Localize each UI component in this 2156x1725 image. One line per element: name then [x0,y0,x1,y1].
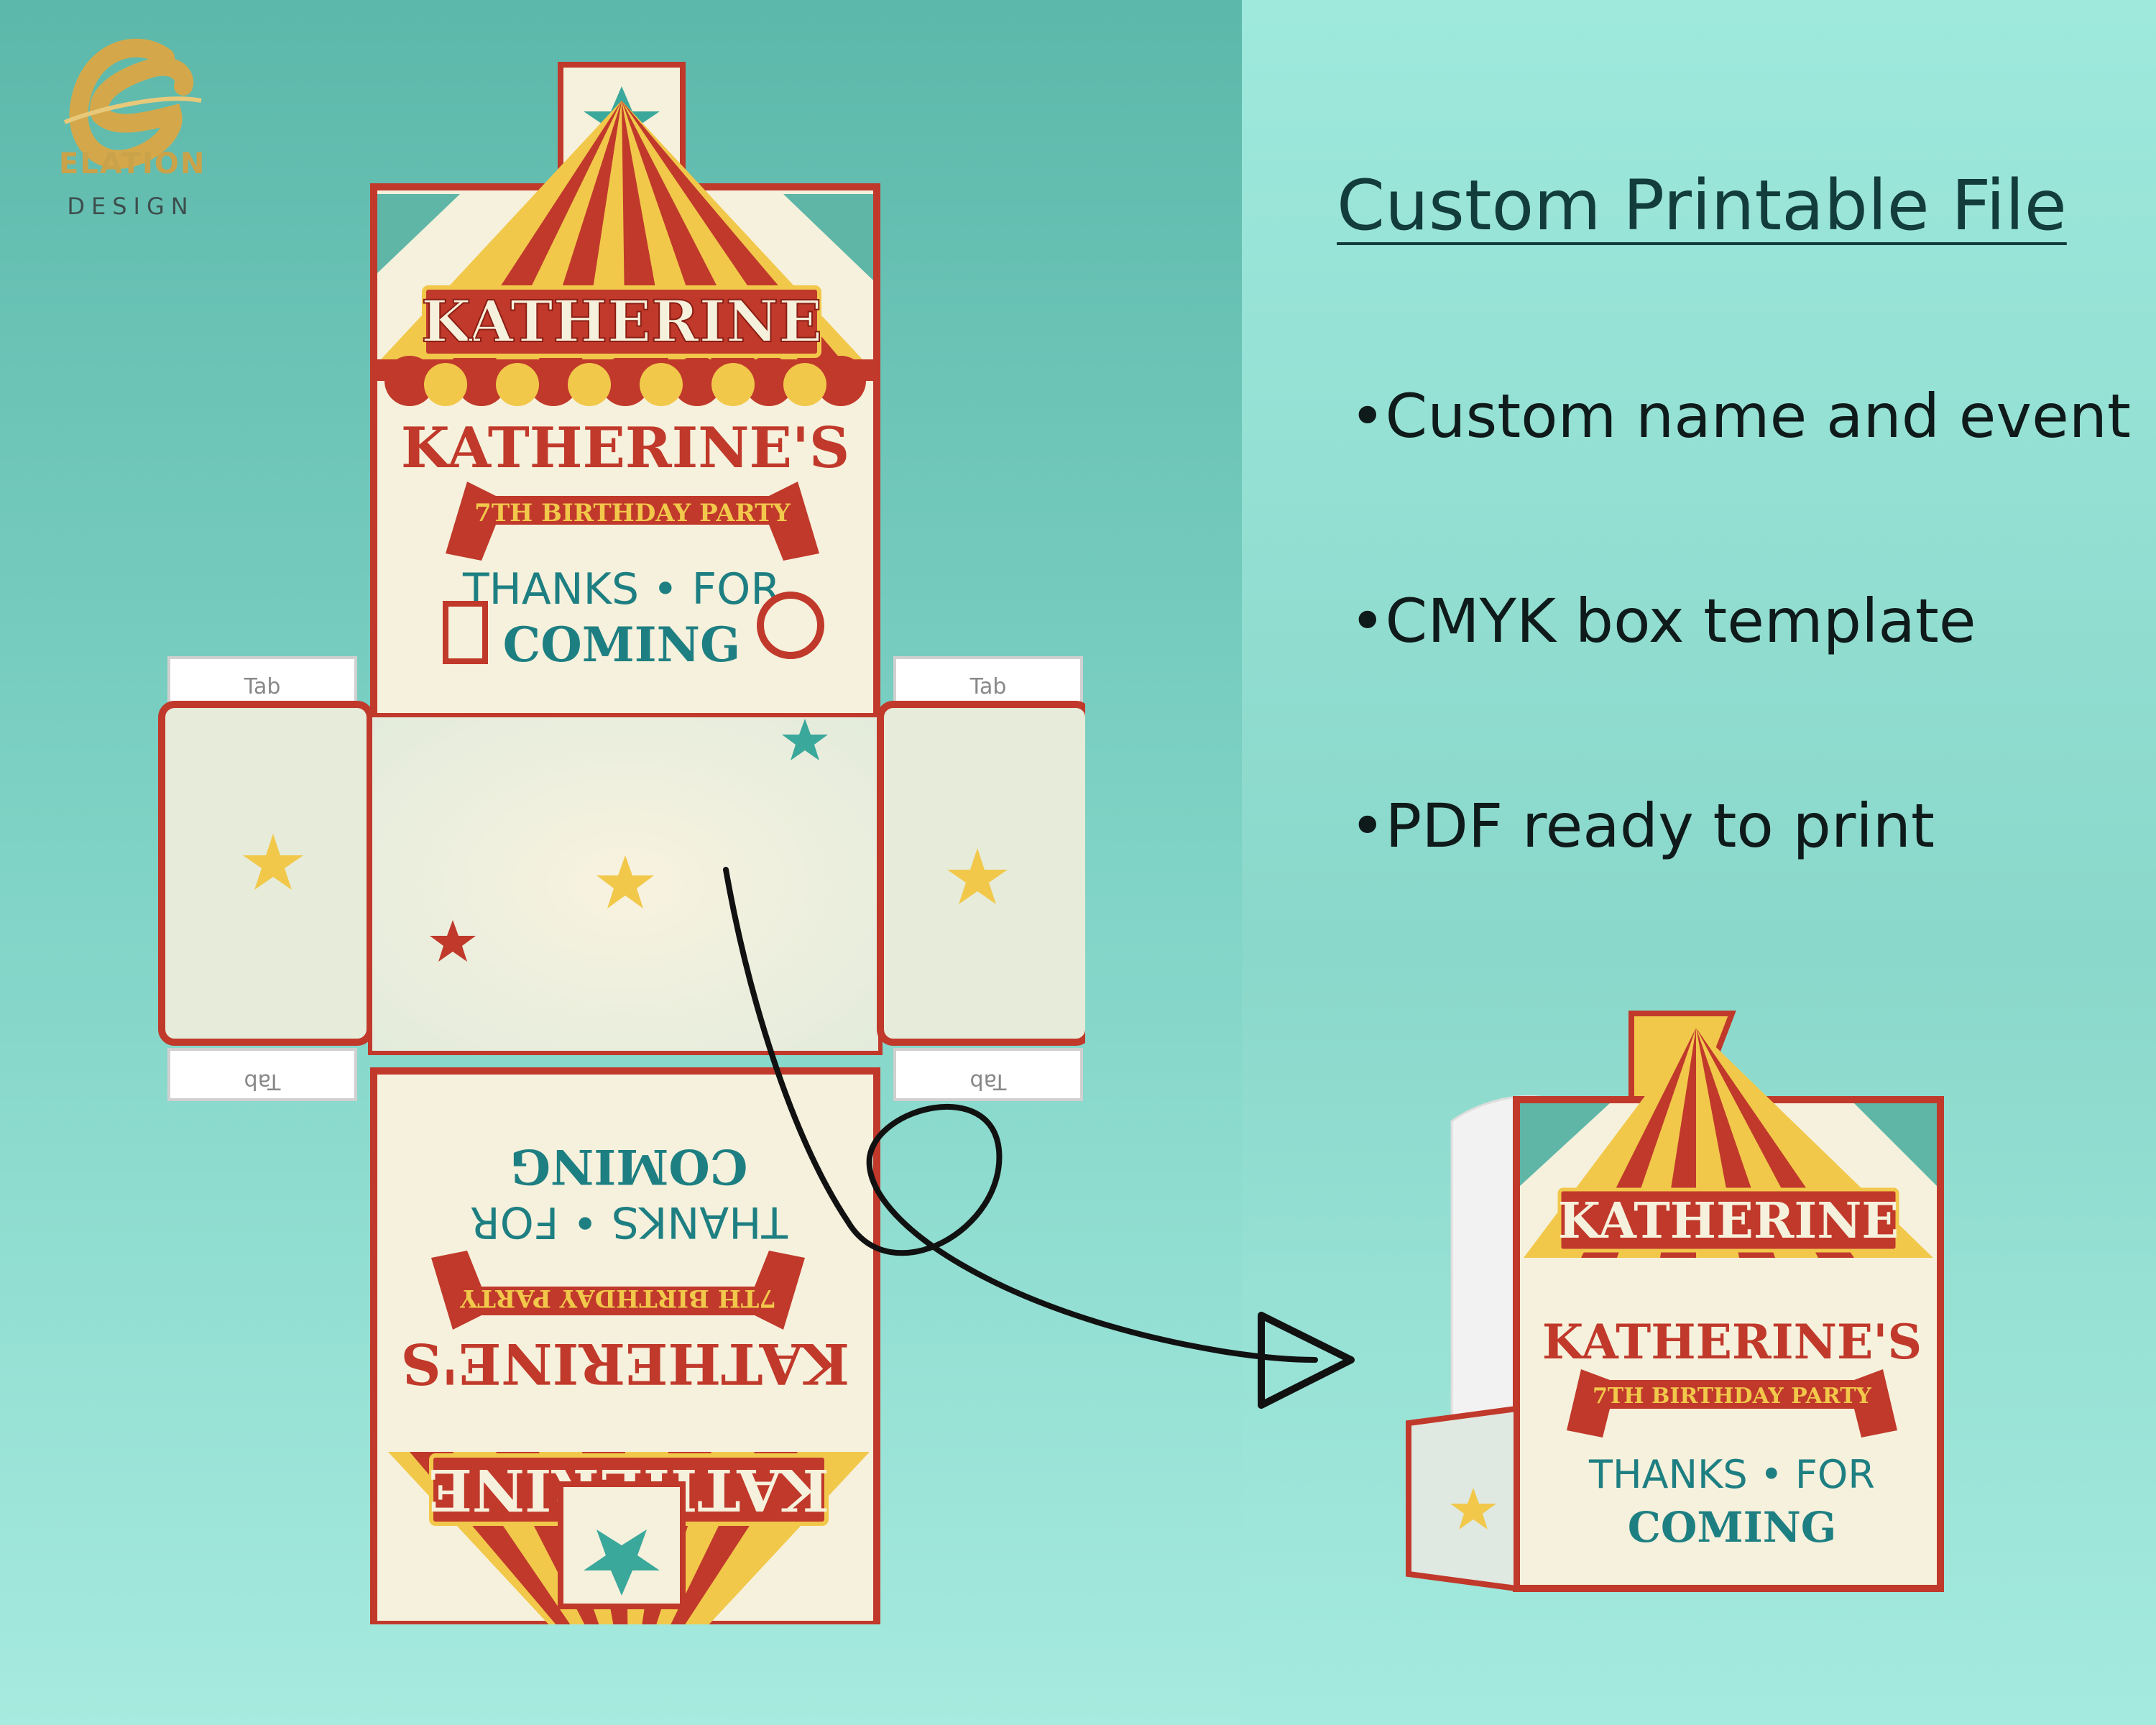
arrow-connector [723,867,1355,1409]
brand-name: ELATION [59,147,206,180]
coming-text-flipped: COMING [510,1138,748,1195]
feature-item-1: •Custom name and event [1350,381,2131,451]
tab-label-left-top: Tab [244,674,281,699]
coming-text: COMING [503,617,741,673]
event-text: 7TH BIRTHDAY PARTY [474,499,791,528]
feature-item-3: •PDF ready to print [1350,791,1935,861]
tab-label-right-bottom: Tab [970,1069,1008,1094]
tab-label-right-top: Tab [969,674,1007,699]
box-thanks-text: THANKS • FOR [1588,1452,1875,1497]
box-event-text: 7TH BIRTHDAY PARTY [1593,1384,1871,1409]
headline-text-flipped: KATHERINE'S [401,1330,849,1396]
brand-subname: DESIGN [67,193,195,220]
box-coming-text: COMING [1628,1503,1837,1552]
left-side-panel: Tab Tab [158,656,374,1101]
box-name-banner-text: KATHERINE [1558,1192,1899,1250]
box-headline-text: KATHERINE'S [1542,1314,1922,1370]
thanks-text-flipped: THANKS • FOR [470,1197,788,1247]
assembled-box: KATHERINE KATHERINE'S 7TH BIRTHDAY PARTY… [1406,1011,1944,1592]
event-text-flipped: 7TH BIRTHDAY PARTY [459,1284,775,1312]
box-net-template: KATHERINE KATHERINE'S 7TH BIRTHDAY PARTY… [158,62,1085,1624]
headline-text: KATHERINE'S [401,415,849,481]
tab-label-left-bottom: Tab [244,1069,282,1094]
elation-logo [63,38,202,169]
name-banner-text: KATHERINE [421,288,822,355]
thanks-text: THANKS • FOR [462,564,780,615]
right-side-panel: Tab Tab [877,656,1085,1101]
bottom-tent-flap [558,1481,686,1609]
top-panel: KATHERINE KATHERINE'S 7TH BIRTHDAY PARTY… [370,101,880,744]
page-title: Custom Printable File [1337,165,2067,246]
feature-item-2: •CMYK box template [1350,586,1976,656]
center-base-panel [368,713,883,1055]
